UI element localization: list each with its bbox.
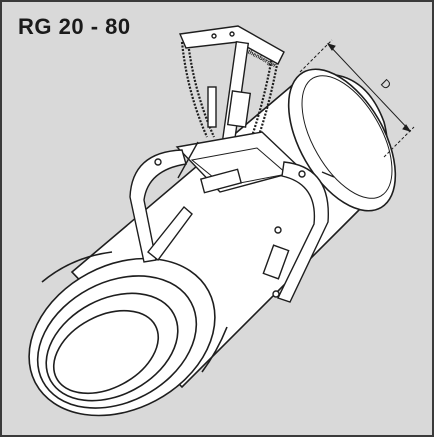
spreader-bar — [178, 25, 285, 65]
right-jaw-block — [262, 244, 290, 280]
pipe-bore — [52, 309, 160, 395]
handle-left — [207, 86, 217, 128]
dimension-d — [299, 39, 415, 158]
arm-left — [129, 149, 187, 263]
clamp: rothenberger — [129, 25, 335, 303]
model-title: RG 20 - 80 — [18, 14, 131, 39]
guide-rod-left — [177, 141, 199, 179]
chain-right — [248, 56, 280, 145]
pipe — [28, 68, 397, 417]
guide-rod-right — [321, 171, 335, 178]
spindle-nut — [226, 90, 252, 128]
left-jaw-blade — [147, 205, 193, 262]
jaw-pad — [199, 168, 243, 194]
pipe-socket-ring — [36, 275, 198, 409]
dimension-line — [327, 43, 411, 132]
dimension-label: D — [378, 76, 394, 92]
chain-left — [180, 41, 216, 138]
arm-right — [277, 161, 329, 303]
